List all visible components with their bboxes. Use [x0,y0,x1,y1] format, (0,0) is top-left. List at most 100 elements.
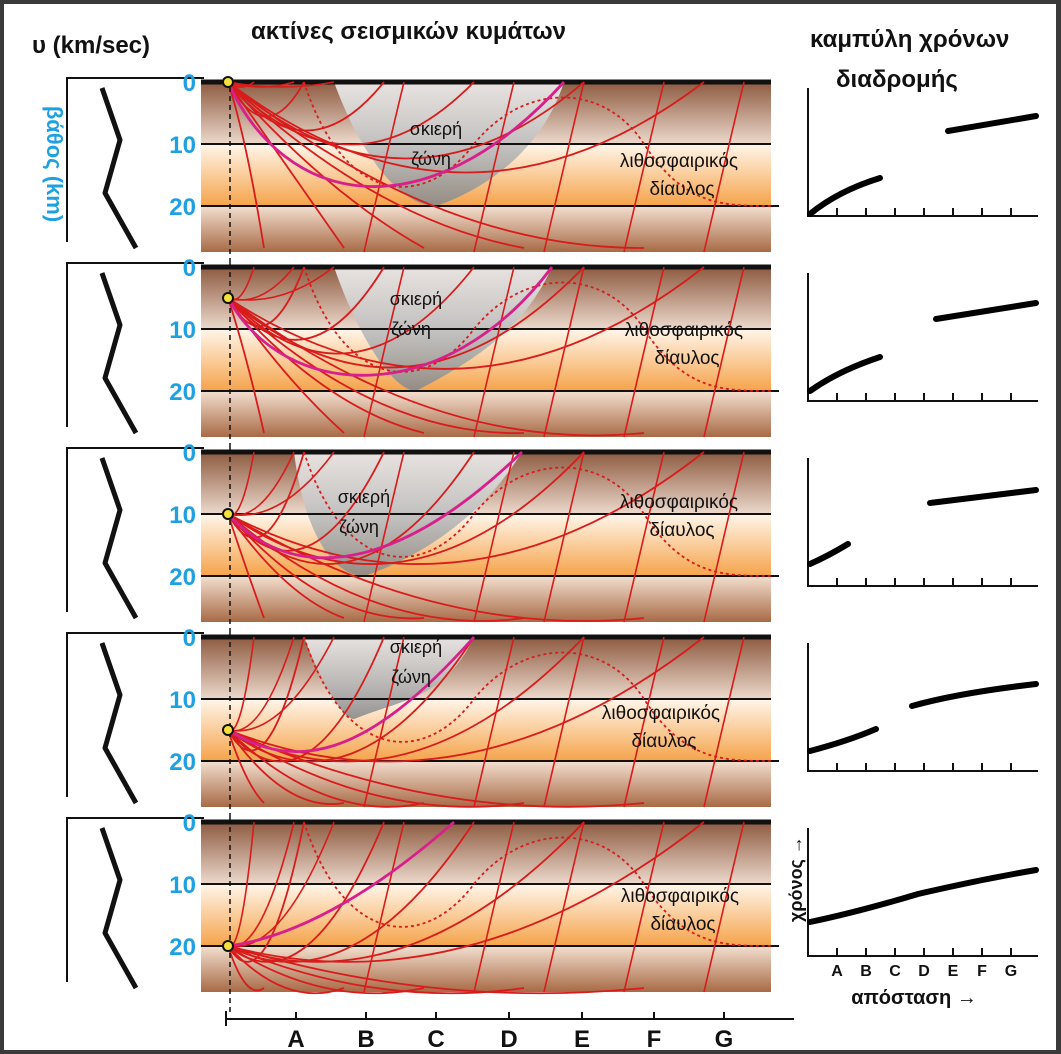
ray-path [543,81,585,253]
channel-label-2: δίαυλος [631,731,696,752]
time-axis-label: χρόνος → [786,836,806,922]
travel-time-curve [927,487,1039,506]
depth-tick-10: 10 [169,502,196,529]
distance-tick-A: A [287,1026,304,1050]
travel-time-axes [807,458,1038,587]
ray-path [543,266,585,438]
ray-path [227,451,335,516]
ray-path [227,513,265,619]
distance-tick-G: G [715,1026,734,1050]
boundary-ray [227,820,455,948]
ray-path [227,297,425,434]
ray-path [623,266,665,438]
depth-tick-20: 20 [169,379,196,406]
ray-path [623,451,665,623]
channel-ray-dotted [473,96,772,207]
ray-path [227,81,345,249]
travel-time-curve [807,726,879,754]
travel-time-axes [807,273,1038,402]
shadow-zone-label-2: ζώνη [391,319,431,339]
time-chart-tick-F: F [977,963,987,980]
ray-path [543,636,585,808]
depth-tick-10: 10 [169,872,196,899]
time-chart-tick-B: B [860,963,872,980]
ray-path [473,821,515,993]
distance-axis-label: απόσταση → [851,987,977,1009]
travel-time-title-line2: διαδρομής [836,66,958,93]
travel-time-curve [807,867,1039,925]
travel-time-curve [933,300,1039,322]
shadow-zone-label-1: σκιερή [390,637,442,657]
velocity-profile-line [99,827,139,990]
ray-path [227,945,645,995]
ray-path [473,636,515,808]
ray-path [473,266,515,438]
mantle-layer [201,206,771,252]
ray-path [227,513,425,620]
travel-time-curve [807,175,883,217]
time-chart-tick-G: G [1005,963,1017,980]
channel-ray-dotted [473,466,772,577]
channel-label-1: λιθοσφαιρικός [625,320,743,341]
ray-path [227,266,335,301]
depth-axis-label: βάθος (km) [42,106,67,222]
travel-time-chart-3 [807,458,1039,587]
source-point [222,292,234,304]
ray-path [227,729,345,805]
shadow-zone-label-1: σκιερή [390,289,442,309]
ray-path [703,636,745,808]
velocity-frame [66,817,204,982]
travel-time-chart-4 [807,643,1039,772]
depth-tick-0: 0 [183,440,196,467]
boundary-ray [226,266,554,377]
ray-path [227,945,425,995]
channel-label-1: λιθοσφαιρικός [602,703,720,724]
ray-path [227,451,705,565]
seismic-rays [227,451,772,623]
ray-path [227,81,265,249]
shadow-zone-label-1: σκιερή [410,119,462,139]
ray-path [543,821,585,993]
ray-path [473,451,515,623]
ray-path [227,729,645,808]
figure-frame: υ (km/sec) ακτίνες σεισμικών κυμάτων καμ… [4,4,1056,1050]
ray-path [703,81,745,253]
depth-tick-0: 0 [183,625,196,652]
velocity-profile-line [99,272,139,435]
ray-path [227,297,265,434]
ray-path [623,821,665,993]
depth-tick-20: 20 [169,194,196,221]
ray-path [227,297,525,434]
channel-label-2: δίαυλος [649,520,714,541]
shadow-zone-label-2: ζώνη [411,149,451,169]
mantle-layer [201,576,771,622]
boundary-ray [226,81,566,188]
ray-path [703,266,745,438]
ray-path [227,81,525,249]
ray-path [227,821,335,948]
ray-path [543,451,585,623]
rays-title: ακτίνες σεισμικών κυμάτων [251,18,566,45]
channel-label-2: δίαυλος [649,179,714,200]
depth-tick-20: 20 [169,564,196,591]
ray-path [473,81,515,253]
depth-tick-0: 0 [183,70,196,97]
velocity-profile-line [99,642,139,805]
shadow-zone-label-2: ζώνη [391,667,431,687]
crust-layer [201,637,771,699]
travel-time-axes [807,643,1038,772]
ray-path [623,636,665,808]
travel-time-axes [807,88,1038,217]
ray-path [227,81,705,174]
ray-path [227,821,705,963]
seismic-rays [227,821,772,995]
channel-label-2: δίαυλος [654,348,719,369]
shadow-zone-label-2: ζώνη [339,517,379,537]
ray-path [227,513,645,622]
velocity-frame [66,77,204,242]
travel-time-chart-1 [807,88,1039,217]
